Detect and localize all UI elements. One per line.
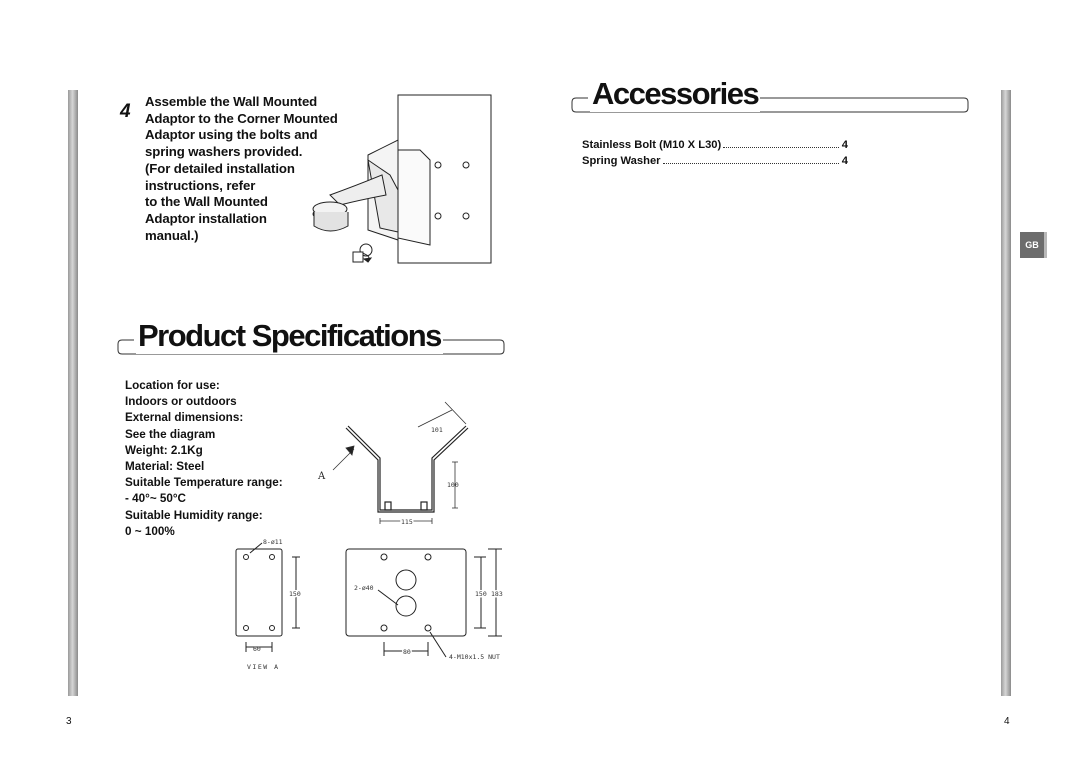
step-line: Assemble the Wall Mounted	[145, 94, 318, 109]
specifications-title: Product Specifications	[136, 318, 443, 354]
item-name: Stainless Bolt (M10 X L30)	[582, 139, 722, 151]
specifications-list: Location for use: Indoors or outdoors Ex…	[125, 378, 283, 540]
leader-dots	[662, 162, 839, 164]
bracket-side-view	[345, 425, 469, 513]
accessories-title: Accessories	[590, 76, 761, 112]
arrow-label: A	[317, 471, 326, 482]
dim-top-width: 101	[431, 426, 443, 434]
specs-title-rule	[117, 339, 505, 355]
big-holes-label: 2-ø40	[354, 584, 374, 592]
holes-label: 8-ø11	[263, 538, 283, 546]
accessories-list: Stainless Bolt (M10 X L30) 4 Spring Wash…	[582, 138, 848, 169]
accessories-title-rule	[571, 97, 969, 113]
step-line: spring washers provided.	[145, 144, 303, 160]
spec-line: External dimensions:	[125, 411, 244, 425]
bracket-dimensions	[332, 401, 467, 524]
view-label: VIEW A	[247, 663, 279, 671]
nut-label: 4-M10x1.5 NUT	[449, 653, 500, 661]
item-qty: 4	[841, 139, 848, 151]
list-item: Stainless Bolt (M10 X L30) 4	[582, 138, 848, 154]
front-height-inner: 150	[475, 590, 487, 598]
step-line: (For detailed installation	[145, 160, 295, 176]
view-a-plate	[235, 542, 300, 652]
step-line: to the Wall Mounted	[145, 194, 268, 210]
spec-line: Suitable Temperature range:	[125, 476, 283, 490]
step-line: instructions, refer	[145, 177, 256, 193]
spec-line: Suitable Humidity range:	[125, 508, 263, 522]
step-line: manual.)	[145, 227, 199, 243]
list-item: Spring Washer 4	[582, 154, 848, 170]
mount-illustration	[312, 94, 492, 264]
spec-line: Material: Steel	[125, 460, 205, 474]
page-number-right: 4	[1004, 716, 1010, 727]
step-number: 4	[120, 101, 131, 122]
spec-line: See the diagram	[125, 427, 216, 441]
right-binding-bar	[1001, 90, 1011, 696]
dim-base-width: 115	[401, 518, 413, 526]
plate-height-label: 150	[289, 590, 301, 598]
item-qty: 4	[841, 154, 848, 167]
plate-width-label: 60	[253, 645, 261, 653]
left-binding-bar	[68, 90, 78, 696]
item-name: Spring Washer	[582, 154, 661, 167]
front-height-outer: 183	[491, 590, 503, 598]
step-line: Adaptor installation	[145, 210, 267, 226]
step-line: Adaptor using the bolts and	[145, 127, 318, 143]
step-line: Adaptor to the Corner Mounted	[145, 110, 338, 126]
spec-line: Location for use:	[125, 379, 220, 392]
dim-height: 100	[447, 481, 459, 489]
front-plate	[345, 548, 502, 658]
diagram-labels: 101 100 115 A 8-ø11 150 60 VIEW A 2-ø40 …	[247, 426, 504, 671]
spec-line: - 40°~ 50°C	[125, 492, 186, 506]
spec-line: Weight: 2.1Kg	[125, 443, 203, 457]
page-number-left: 3	[66, 716, 72, 727]
leader-dots	[723, 147, 839, 148]
spec-line: 0 ~ 100%	[125, 524, 175, 538]
spec-line: Indoors or outdoors	[125, 395, 237, 409]
front-width-label: 80	[403, 648, 411, 656]
language-tab: GB	[1020, 232, 1044, 258]
step-instructions: Assemble the Wall Mounted Adaptor to the…	[145, 94, 338, 244]
